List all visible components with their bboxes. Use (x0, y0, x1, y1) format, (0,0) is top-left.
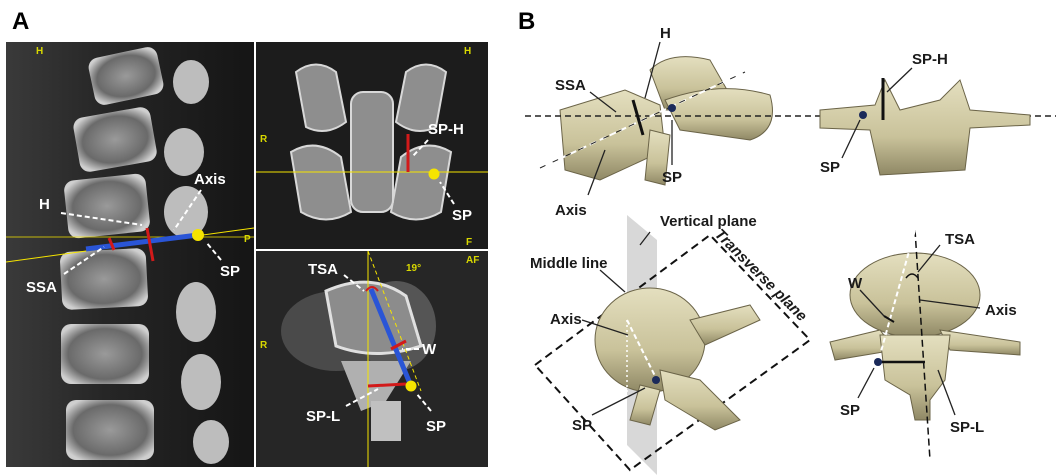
sagittal-corner-h: H (36, 46, 43, 57)
coronal-label-sp: SP (452, 207, 472, 224)
lateral-leader-lines (587, 41, 673, 196)
width-measure (390, 339, 407, 351)
lateral-axis-dark (539, 71, 746, 169)
axial-ct-image: AF R 19° TSA W SP-L SP (256, 251, 488, 467)
axial-angle-line (367, 251, 422, 392)
lateral-label-ssa: SSA (555, 77, 586, 94)
top-midline (914, 229, 931, 461)
coronal-bone-structures (289, 63, 453, 221)
oblique-sp-marker (652, 376, 660, 384)
sagittal-ct-image: H P H Axis SSA SP (6, 42, 254, 467)
axis-line (85, 232, 199, 252)
top-label-axis: Axis (985, 302, 1017, 319)
oblique-label-sp: SP (572, 417, 592, 434)
annotation-arrows (60, 189, 222, 275)
top-label-w: W (848, 275, 863, 292)
posterior-sp-marker (859, 111, 867, 119)
oblique-label-axis: Axis (550, 311, 582, 328)
lateral-h-measure (631, 99, 645, 136)
sagittal-label-sp: SP (220, 263, 240, 280)
sp-marker (192, 229, 204, 241)
axial-axis-line (368, 288, 414, 387)
panel-b-letter: B (518, 8, 536, 35)
axial-arrows (343, 274, 432, 412)
oblique-leader-lines (581, 231, 651, 416)
axial-label-spl: SP-L (306, 408, 340, 425)
oblique-label-transverse: Transverse plane (711, 226, 810, 325)
top-tsa-arc (905, 273, 919, 279)
axial-corner-af: AF (466, 255, 479, 266)
lateral-label-axis: Axis (555, 202, 587, 219)
height-measure (145, 227, 155, 262)
top-axis-line (877, 229, 916, 363)
oblique-vertebra-model: Vertical plane Middle line Transverse pl… (530, 213, 812, 475)
oblique-label-vertical: Vertical plane (660, 213, 757, 230)
sagittal-label-axis: Axis (194, 171, 226, 188)
posterior-vertebra-model: SP-H SP (819, 51, 1031, 176)
posterior-label-sph: SP-H (912, 51, 948, 68)
top-label-spl: SP-L (950, 419, 984, 436)
posterior-leader-lines (841, 67, 913, 159)
lateral-label-h: H (660, 25, 671, 42)
transverse-plane-shape (533, 233, 812, 472)
tsa-arc (365, 286, 379, 292)
axial-label-w: W (422, 341, 437, 358)
lateral-label-sp: SP (662, 169, 682, 186)
axial-sp-marker (405, 380, 417, 392)
coronal-ct-image: H R F SP-H SP (256, 42, 488, 249)
coronal-corner-f: F (466, 237, 472, 248)
oblique-axis-line (626, 319, 658, 381)
coronal-arrows (411, 139, 455, 205)
axial-corner-r: R (260, 340, 268, 351)
coronal-label-sph: SP-H (428, 121, 464, 138)
lateral-sp-marker (668, 104, 676, 112)
sagittal-label-ssa: SSA (26, 279, 57, 296)
top-view-vertebra-model: TSA W Axis SP SP-L (829, 229, 1021, 461)
ssa-measure (107, 237, 116, 251)
sp-length-measure (367, 382, 407, 388)
coronal-sp-marker (428, 168, 440, 180)
top-width-measure (883, 315, 895, 323)
vertebral-bodies (60, 47, 164, 460)
coronal-corner-r: R (260, 134, 268, 145)
top-sp-marker (874, 358, 882, 366)
panel-b-models: H SSA SP Axis SP-H SP (500, 20, 1056, 475)
sagittal-label-h: H (39, 196, 50, 213)
posterior-label-sp: SP (820, 159, 840, 176)
axial-label-sp: SP (426, 418, 446, 435)
axial-label-tsa: TSA (308, 261, 338, 278)
top-label-tsa: TSA (945, 231, 975, 248)
lateral-vertebra-model: H SSA SP Axis (525, 25, 1056, 219)
coronal-corner-h: H (464, 46, 471, 57)
oblique-label-middle: Middle line (530, 255, 608, 272)
axial-angle-label: 19° (406, 263, 421, 274)
top-leader-lines (857, 244, 981, 416)
top-label-sp: SP (840, 402, 860, 419)
sagittal-corner-p: P (244, 234, 251, 245)
panel-a-letter: A (12, 8, 30, 35)
